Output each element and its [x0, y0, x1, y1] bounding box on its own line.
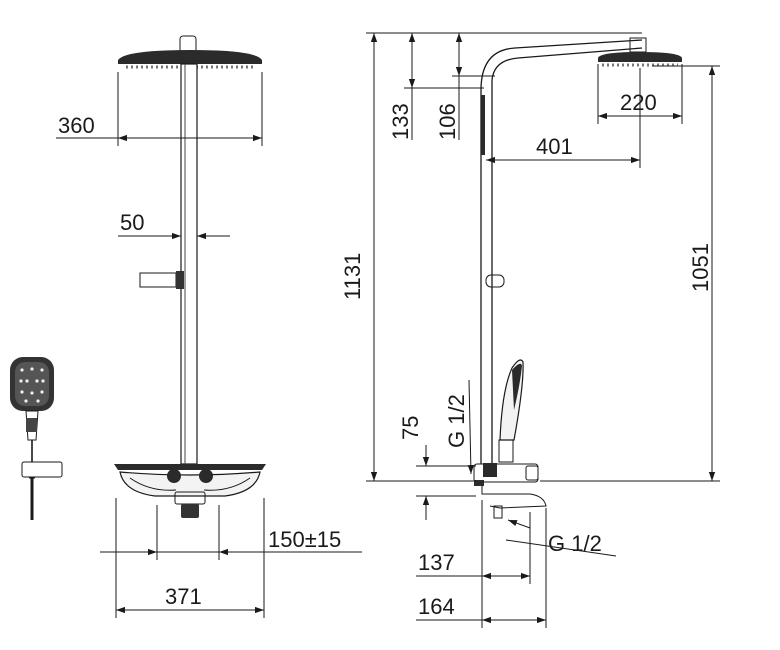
dimension-head-width: 360: [56, 72, 263, 146]
label-thread-lower: G 1/2: [548, 531, 602, 556]
dim-shelf-width: 371: [165, 584, 202, 609]
dim-spout-projection: 137: [418, 550, 455, 575]
dim-head-height-left: 133: [388, 103, 413, 140]
dim-connection-offset: 75: [398, 416, 423, 440]
dim-head-height-right: 106: [435, 103, 460, 140]
dimension-arm-projection: 401: [486, 68, 641, 168]
dimension-shelf-width: 371: [115, 498, 265, 618]
hand-shower-drawing: [10, 357, 63, 520]
dimension-head-height-right: 106: [435, 33, 495, 140]
dim-pipe-diameter: 50: [120, 210, 144, 235]
dimension-total-depth: 164: [416, 508, 547, 628]
dim-total-height: 1131: [340, 253, 365, 300]
dim-head-diameter: 220: [620, 90, 657, 115]
thread-upper-callout: G 1/2: [444, 379, 474, 475]
label-thread-upper: G 1/2: [444, 394, 469, 448]
side-view: [473, 37, 682, 519]
dim-arm-projection: 401: [536, 134, 573, 159]
dimension-height-to-head: 1051: [540, 65, 720, 482]
dim-inlet-spacing: 150±15: [268, 527, 341, 552]
dim-height-to-head: 1051: [688, 243, 713, 292]
dimension-total-height: 1131: [340, 32, 642, 482]
front-view: [114, 35, 266, 518]
thread-lower-callout: G 1/2: [505, 519, 617, 557]
dimension-connection-offset: 75: [398, 416, 476, 520]
dimension-spout-projection: 137: [416, 500, 531, 628]
dimension-head-height-left: 133: [388, 33, 484, 140]
dimension-head-diameter: 220: [597, 64, 683, 124]
dim-total-depth: 164: [418, 594, 455, 619]
dim-head-width: 360: [58, 113, 95, 138]
dimension-pipe-diameter: 50: [118, 210, 230, 240]
dimension-inlet-spacing: 150±15: [100, 505, 362, 560]
